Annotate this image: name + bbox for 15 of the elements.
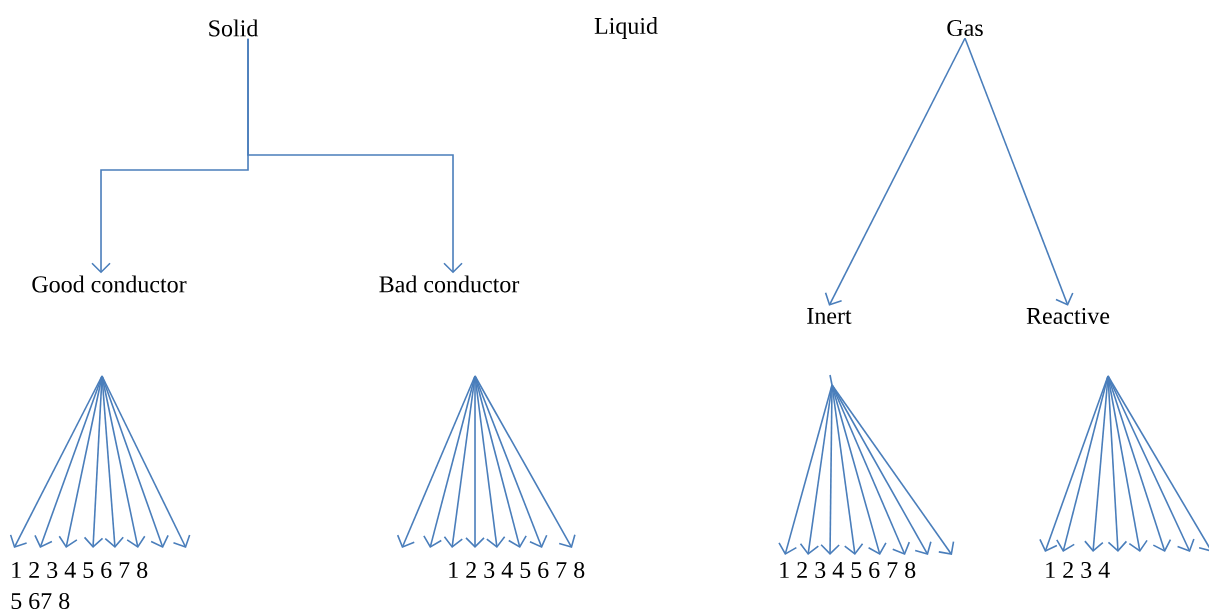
category-label: Liquid bbox=[594, 17, 658, 39]
category-label: Reactive bbox=[1026, 307, 1110, 325]
arrow bbox=[247, 37, 463, 274]
category-label: Bad conductor bbox=[379, 275, 520, 293]
number-row: 1 2 3 4 5 6 7 8 bbox=[780, 561, 916, 579]
category-label: Inert bbox=[807, 308, 852, 324]
arrow bbox=[824, 37, 966, 306]
number-row: 1 2 3 4 bbox=[1046, 561, 1110, 579]
category-label: Good conductor bbox=[32, 275, 187, 293]
number-row: 1 2 3 4 5 6 7 8 bbox=[449, 561, 585, 579]
number-row: 1 2 3 4 5 6 7 8 bbox=[12, 561, 148, 579]
number-row: 5 67 8 bbox=[11, 592, 70, 610]
category-label: Gas bbox=[947, 19, 983, 37]
arrow bbox=[964, 37, 1074, 306]
category-label: Solid bbox=[209, 19, 259, 37]
